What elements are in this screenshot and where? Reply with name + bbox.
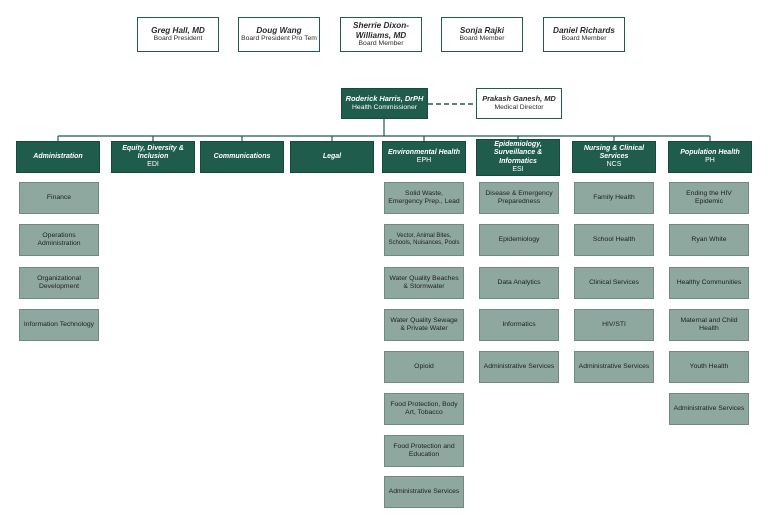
department-name: Communications <box>213 152 271 160</box>
unit-box: Data Analytics <box>479 267 559 299</box>
department-abbreviation: PH <box>705 157 715 164</box>
unit-box: Food Protection, Body Art, Tobacco <box>384 393 464 425</box>
unit-box: HIV/STI <box>574 309 654 341</box>
department-header-administration: Administration <box>16 141 100 173</box>
medical-director-title: Medical Director <box>494 103 544 111</box>
unit-box: Food Protection and Education <box>384 435 464 467</box>
board-member-title: Board President Pro Tem <box>241 35 317 43</box>
department-name: Epidemiology, Surveillance & Informatics <box>493 141 543 165</box>
department-header-population-health: Population Health PH <box>668 141 752 173</box>
department-name: Administration <box>33 152 83 160</box>
unit-box: Maternal and Child Health <box>669 309 749 341</box>
unit-box: Youth Health <box>669 351 749 383</box>
department-abbreviation: EPH <box>416 157 432 164</box>
board-member-card: Sherrie Dixon-Williams, MD Board Member <box>340 17 422 52</box>
department-header-communications: Communications <box>200 141 284 173</box>
unit-box: Administrative Services <box>669 393 749 425</box>
unit-box: Ryan White <box>669 224 749 256</box>
department-name: Environmental Health <box>388 148 460 156</box>
department-name: Legal <box>322 152 342 160</box>
unit-box: Clinical Services <box>574 267 654 299</box>
unit-box: Operations Administration <box>19 224 99 256</box>
unit-box: Healthy Communities <box>669 267 749 299</box>
unit-box: Disease & Emergency Preparedness <box>479 182 559 214</box>
board-member-card: Doug Wang Board President Pro Tem <box>238 17 320 52</box>
department-header-legal: Legal <box>290 141 374 173</box>
unit-box: Administrative Services <box>574 351 654 383</box>
commissioner-title: Health Commissioner <box>352 103 417 111</box>
department-abbreviation: EDI <box>147 161 159 169</box>
board-member-title: Board President <box>153 35 203 43</box>
department-header-nursing: Nursing & Clinical Services NCS <box>572 141 656 173</box>
department-abbreviation: ESI <box>512 165 524 173</box>
board-member-title: Board Member <box>459 35 505 43</box>
board-member-title: Board Member <box>358 40 404 48</box>
commissioner-name: Roderick Harris, DrPH <box>345 94 424 104</box>
department-name: Nursing & Clinical Services <box>583 144 645 160</box>
department-name: Population Health <box>680 148 740 156</box>
unit-box: Solid Waste, Emergency Prep., Lead <box>384 182 464 214</box>
board-member-card: Greg Hall, MD Board President <box>137 17 219 52</box>
unit-box: Water Quality Beaches & Stormwater <box>384 267 464 299</box>
department-header-edi: Equity, Diversity & Inclusion EDI <box>111 141 195 173</box>
department-abbreviation: NCS <box>606 161 622 169</box>
health-commissioner-card: Roderick Harris, DrPH Health Commissione… <box>341 88 428 119</box>
unit-box: Vector, Animal Bites, Schools, Nuisances… <box>384 224 464 256</box>
medical-director-card: Prakash Ganesh, MD Medical Director <box>476 88 562 119</box>
unit-box: Administrative Services <box>384 476 464 508</box>
board-member-card: Sonja Rajki Board Member <box>441 17 523 52</box>
unit-box: Ending the HIV Epidemic <box>669 182 749 214</box>
unit-box: Family Health <box>574 182 654 214</box>
unit-box: Finance <box>19 182 99 214</box>
unit-box: Information Technology <box>19 309 99 341</box>
board-member-name: Sherrie Dixon-Williams, MD <box>353 21 409 40</box>
medical-director-name: Prakash Ganesh, MD <box>482 94 556 104</box>
unit-box: Organizational Development <box>19 267 99 299</box>
unit-box: Epidemiology <box>479 224 559 256</box>
board-member-name: Doug Wang <box>256 25 302 35</box>
board-member-title: Board Member <box>561 35 607 43</box>
department-header-epidemiology: Epidemiology, Surveillance & Informatics… <box>476 139 560 176</box>
unit-box: School Health <box>574 224 654 256</box>
department-name: Equity, Diversity & Inclusion <box>122 144 184 160</box>
board-member-name: Greg Hall, MD <box>151 25 205 35</box>
board-member-name: Sonja Rajki <box>459 25 505 35</box>
unit-box: Informatics <box>479 309 559 341</box>
unit-box: Water Quality Sewage & Private Water <box>384 309 464 341</box>
board-member-card: Daniel Richards Board Member <box>543 17 625 52</box>
board-member-name: Daniel Richards <box>553 25 615 35</box>
unit-box: Administrative Services <box>479 351 559 383</box>
department-header-environmental-health: Environmental Health EPH <box>382 141 466 173</box>
unit-box: Opioid <box>384 351 464 383</box>
